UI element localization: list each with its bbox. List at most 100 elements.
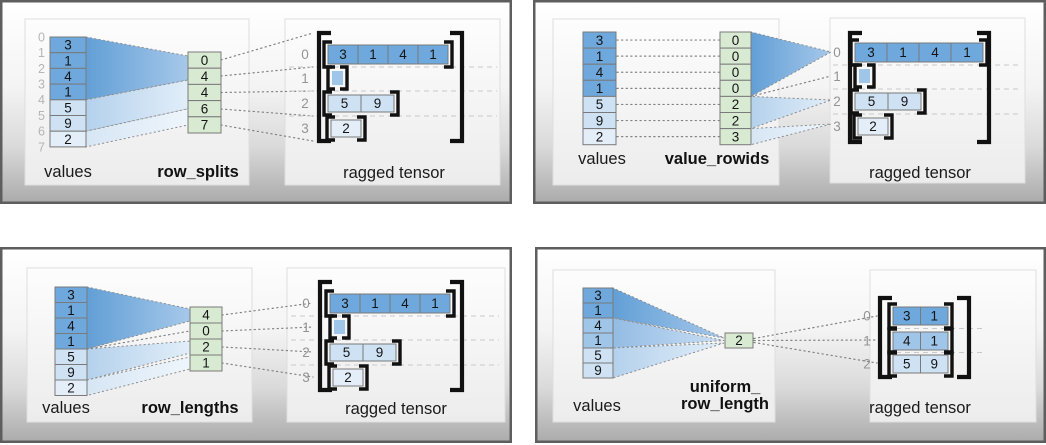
method-label: row_splits: [157, 163, 239, 181]
connector-dotted-line: [220, 32, 314, 61]
ragged-cell-text: 2: [869, 119, 877, 134]
values-cell-text: 5: [67, 350, 75, 365]
tensor-open-bracket: [877, 295, 892, 380]
row-index-label: 0: [301, 47, 309, 62]
row-close-bracket: [884, 113, 894, 140]
row-index-label: 2: [301, 96, 309, 111]
method-cell: [719, 128, 752, 146]
ragged-cell-text: 5: [868, 94, 876, 109]
ragged-cell: [417, 44, 449, 65]
connector-dotted-line: [220, 90, 314, 94]
values-cell-text: 2: [64, 132, 72, 147]
method-cell-text: 0: [202, 324, 210, 339]
method-cell: [187, 116, 222, 134]
value-index-label: 6: [38, 125, 45, 139]
row-index-label: 0: [863, 309, 871, 324]
ragged-cell-text: 1: [930, 334, 938, 349]
ragged-cell-text: 5: [343, 345, 351, 360]
ragged-cell: [332, 368, 364, 387]
row-open-bracket: [327, 364, 337, 391]
row-close-bracket: [944, 350, 954, 378]
row-index-label: 2: [863, 357, 871, 372]
method-label: value_rowids: [665, 150, 770, 168]
values-cell-text: 1: [596, 81, 604, 96]
values-cell: [54, 379, 88, 396]
ragged-cell: [857, 117, 889, 136]
tensor-close-bracket: [450, 30, 465, 144]
values-cell-text: 5: [594, 348, 602, 363]
values-cell-text: 9: [64, 116, 72, 131]
row-open-bracket: [322, 90, 332, 117]
ragged-cell-text: 2: [342, 121, 350, 136]
empty-row-cell: [334, 320, 345, 334]
ragged-cell-text: 1: [963, 45, 971, 60]
row-index-label: 1: [863, 334, 871, 349]
row-close-bracket: [392, 339, 402, 366]
connector-dotted-line: [221, 326, 314, 332]
row-close-bracket: [867, 63, 876, 89]
ragged-cell-text: 4: [399, 47, 407, 62]
values-cell-text: 2: [596, 129, 604, 144]
values-cell-text: 4: [594, 318, 602, 333]
funnel-shape: [86, 286, 191, 350]
method-cell: [189, 354, 223, 372]
values-cell-text: 4: [64, 69, 72, 84]
method-cell-text: 3: [732, 129, 740, 144]
ragged-cell-text: 4: [931, 45, 939, 60]
tensor-open-bracket: [317, 279, 332, 393]
row-close-bracket: [357, 115, 367, 142]
row-index-label: 3: [301, 121, 309, 136]
connector-dotted-line: [221, 302, 314, 316]
ragged-cell-text: 4: [903, 334, 911, 349]
method-cell-text: 4: [202, 308, 210, 323]
method-label-line2: row_length: [681, 395, 769, 413]
method-cell-text: 1: [202, 356, 210, 371]
ragged-cell-text: 9: [901, 94, 909, 109]
row-open-bracket: [852, 113, 862, 140]
ragged-cell-text: 9: [376, 345, 384, 360]
ragged-cell-text: 5: [341, 96, 349, 111]
tensor-open-bracket: [316, 30, 331, 144]
values-cell-text: 4: [67, 319, 75, 334]
method-cell: [724, 332, 754, 349]
method-label: uniform_: [690, 378, 761, 396]
ragged-cell: [330, 119, 362, 138]
value-index-label: 7: [38, 140, 45, 154]
value-index-label: 0: [38, 30, 45, 44]
ragged-cell-text: 4: [401, 296, 409, 311]
method-cell-text: 6: [201, 101, 209, 116]
funnel-shape: [612, 342, 725, 379]
values-cell-text: 1: [67, 303, 75, 318]
row-close-bracket: [446, 289, 456, 318]
connector-dotted-line: [220, 108, 314, 117]
ragged-cell-text: 1: [369, 47, 377, 62]
row-index-label: 2: [833, 94, 841, 109]
row-close-bracket: [917, 88, 927, 115]
ragged-cell: [920, 354, 949, 374]
values-cell-text: 9: [67, 365, 75, 380]
tensor-close-bracket: [977, 30, 992, 145]
ragged-cell-text: 3: [903, 309, 911, 324]
values-cell: [582, 362, 614, 379]
values-cell-text: 9: [596, 113, 604, 128]
connector-dotted-line: [221, 346, 314, 353]
method-cell-text: 4: [201, 85, 209, 100]
tensor-close-bracket: [450, 279, 465, 393]
ragged-cell-text: 9: [930, 357, 938, 372]
ragged-tensor-label: ragged tensor: [869, 164, 971, 182]
method-cell-text: 0: [201, 53, 209, 68]
method-cell-text: 2: [732, 97, 740, 112]
values-cell-text: 2: [67, 381, 75, 396]
value-index-label: 1: [38, 46, 45, 60]
row-close-bracket: [444, 40, 454, 69]
values-label: values: [578, 150, 626, 168]
value-index-label: 5: [38, 109, 45, 123]
method-cell-text: 2: [202, 340, 210, 355]
row-close-bracket: [342, 314, 351, 340]
values-label: values: [42, 399, 90, 417]
